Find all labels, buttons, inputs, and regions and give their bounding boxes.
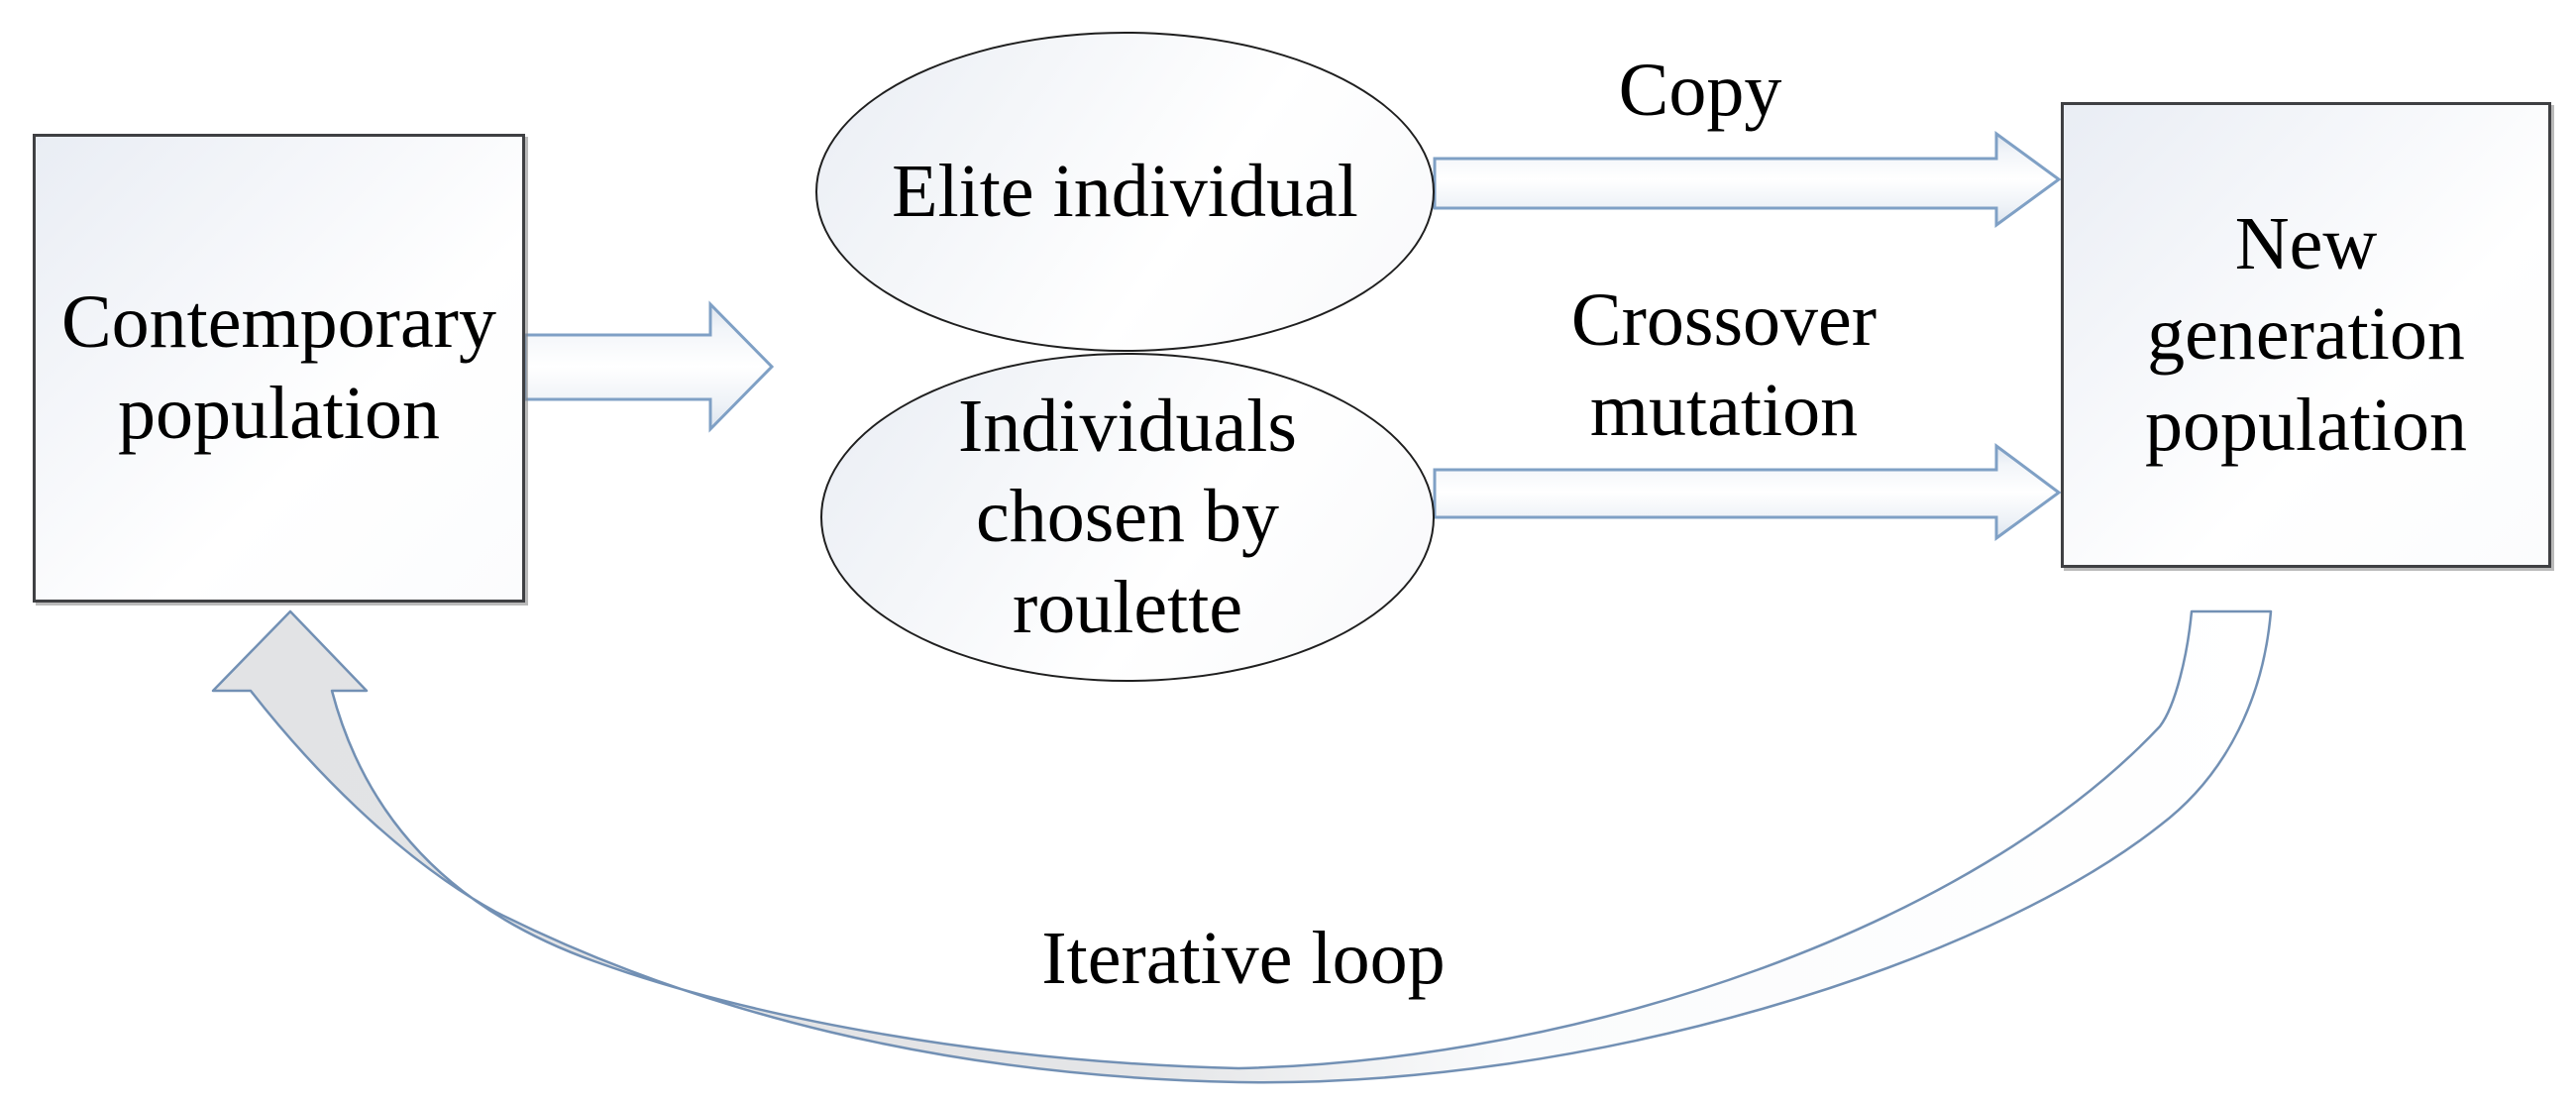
new-generation-box: New generation population (2061, 102, 2551, 568)
crossover-mutation-arrow-label: Crossover mutation (1570, 278, 1878, 453)
iterative-loop-label: Iterative loop (1041, 917, 1446, 1000)
contemporary-population-box: Contemporary population (33, 134, 525, 603)
population-to-selection-arrow (523, 300, 775, 433)
crossover-mutation-arrow (1433, 443, 2062, 541)
new-generation-label: New generation population (2144, 202, 2468, 467)
roulette-individuals-label: Individuals chosen by roulette (958, 385, 1297, 649)
elite-individual-ellipse: Elite individual (815, 32, 1435, 352)
elite-individual-label: Elite individual (892, 149, 1358, 233)
contemporary-population-label: Contemporary population (60, 280, 496, 455)
copy-arrow (1433, 131, 2062, 228)
iterative-loop-arrow (211, 609, 2273, 1084)
roulette-individuals-ellipse: Individuals chosen by roulette (820, 353, 1435, 682)
copy-arrow-label: Copy (1618, 49, 1782, 132)
